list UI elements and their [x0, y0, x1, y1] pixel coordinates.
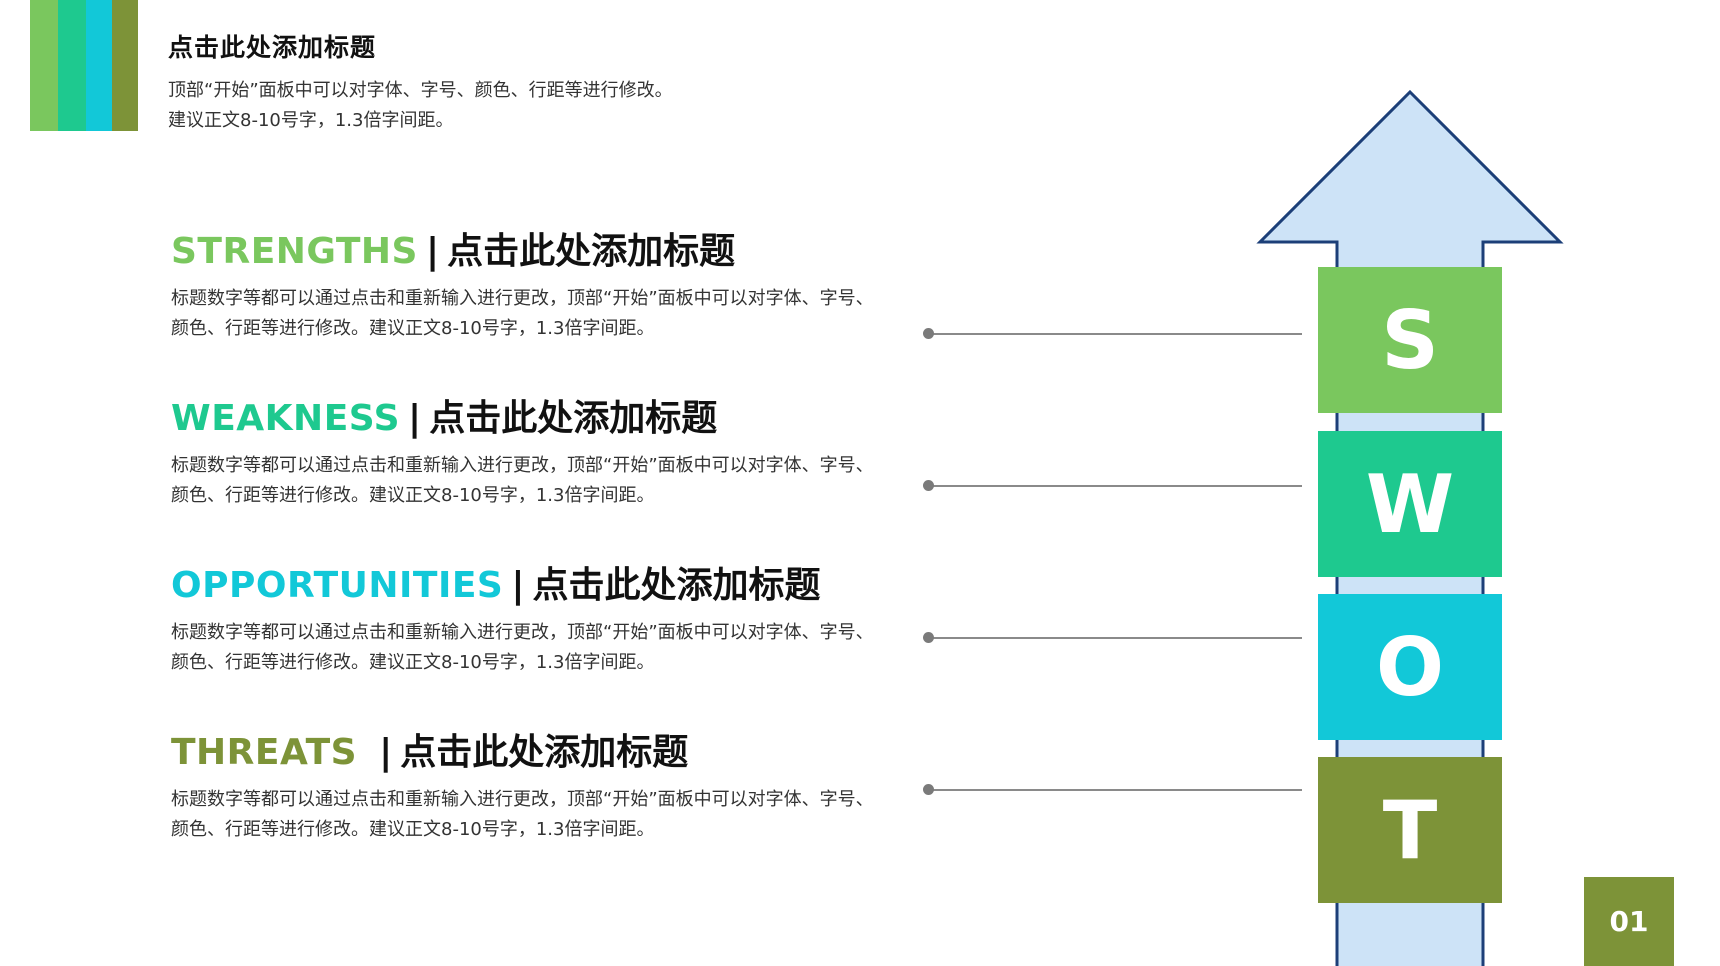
decorative-color-bars	[30, 0, 138, 131]
section-description[interactable]: 标题数字等都可以通过点击和重新输入进行更改，顶部“开始”面板中可以对字体、字号、…	[171, 288, 874, 339]
section-threats: THREATS |点击此处添加标题 标题数字等都可以通过点击和重新输入进行更改，顶…	[171, 731, 891, 845]
page-title[interactable]: 点击此处添加标题	[168, 33, 377, 62]
swot-box-o[interactable]: O	[1318, 594, 1502, 740]
bar-olive	[112, 0, 138, 131]
connector-dot	[923, 328, 934, 339]
section-heading[interactable]: STRENGTHS|点击此处添加标题	[171, 230, 891, 274]
page-subtitle[interactable]: 顶部“开始”面板中可以对字体、字号、颜色、行距等进行修改。建议正文8-10号字，…	[168, 80, 673, 131]
section-heading-cn: 点击此处添加标题	[447, 231, 736, 272]
section-heading-en: THREATS	[171, 732, 358, 773]
bar-green	[30, 0, 58, 131]
section-heading[interactable]: WEAKNESS|点击此处添加标题	[171, 397, 891, 441]
section-description[interactable]: 标题数字等都可以通过点击和重新输入进行更改，顶部“开始”面板中可以对字体、字号、…	[171, 622, 874, 673]
swot-box-t[interactable]: T	[1318, 757, 1502, 903]
section-heading-en: STRENGTHS	[171, 231, 418, 272]
page-number-badge: 01	[1584, 877, 1674, 966]
section-heading-en: OPPORTUNITIES	[171, 565, 504, 606]
section-description[interactable]: 标题数字等都可以通过点击和重新输入进行更改，顶部“开始”面板中可以对字体、字号、…	[171, 455, 874, 506]
section-heading-cn: 点击此处添加标题	[532, 565, 821, 606]
section-heading-separator: |	[425, 231, 440, 272]
section-opportunities: OPPORTUNITIES|点击此处添加标题 标题数字等都可以通过点击和重新输入…	[171, 564, 891, 678]
section-heading-separator: |	[379, 732, 393, 773]
section-heading-en: WEAKNESS	[171, 398, 401, 439]
connector-line-opportunities	[923, 632, 1302, 643]
section-weakness: WEAKNESS|点击此处添加标题 标题数字等都可以通过点击和重新输入进行更改，…	[171, 397, 891, 511]
connector-line-strengths	[923, 328, 1302, 339]
section-heading[interactable]: OPPORTUNITIES|点击此处添加标题	[171, 564, 891, 608]
connector-dot	[923, 632, 934, 643]
section-heading-separator: |	[408, 398, 422, 439]
section-heading-cn: 点击此处添加标题	[429, 398, 718, 439]
connector-dot	[923, 784, 934, 795]
bar-cyan	[86, 0, 112, 131]
connector-line-weakness	[923, 480, 1302, 491]
section-heading-cn: 点击此处添加标题	[400, 732, 689, 773]
swot-box-w[interactable]: W	[1318, 431, 1502, 577]
section-heading-separator: |	[511, 565, 525, 606]
connector-dot	[923, 480, 934, 491]
connector-line-threats	[923, 784, 1302, 795]
section-heading[interactable]: THREATS |点击此处添加标题	[171, 731, 891, 775]
swot-box-s[interactable]: S	[1318, 267, 1502, 413]
section-description[interactable]: 标题数字等都可以通过点击和重新输入进行更改，顶部“开始”面板中可以对字体、字号、…	[171, 789, 874, 840]
bar-teal	[58, 0, 86, 131]
section-strengths: STRENGTHS|点击此处添加标题 标题数字等都可以通过点击和重新输入进行更改…	[171, 230, 891, 344]
